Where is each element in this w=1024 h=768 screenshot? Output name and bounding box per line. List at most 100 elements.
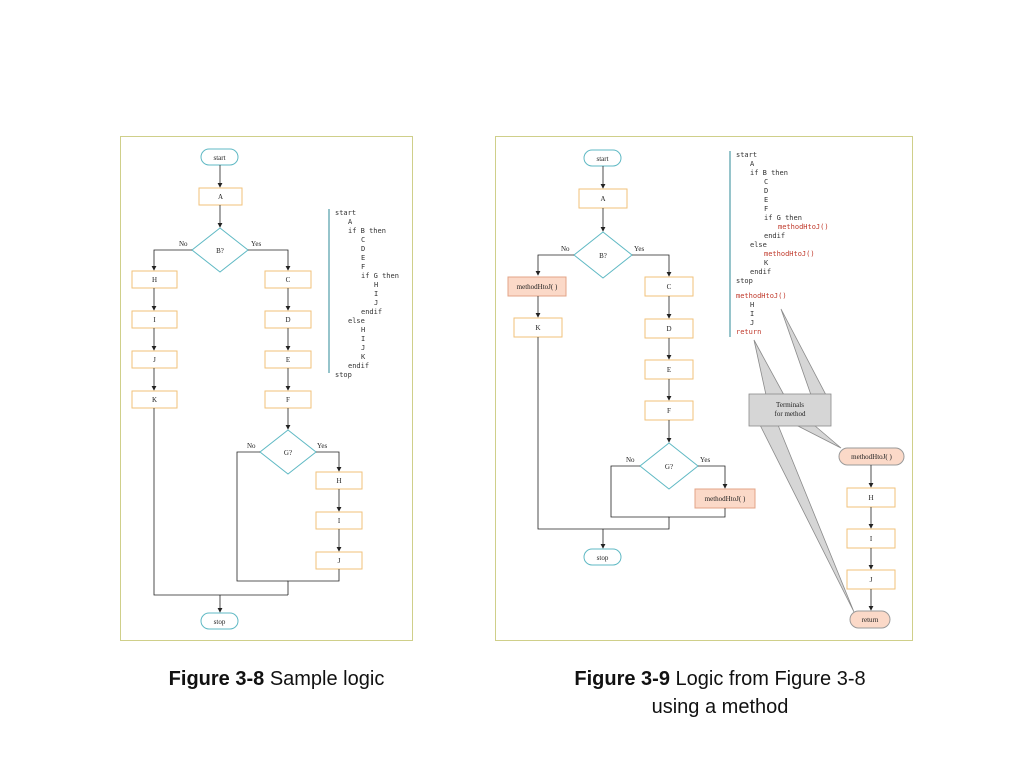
start-label: start [213, 154, 225, 162]
no-label-g: No [626, 456, 635, 464]
code-line: E [361, 254, 365, 262]
process-f-label: F [667, 407, 671, 415]
code-line: else [348, 317, 365, 325]
code-line: K [361, 353, 366, 361]
code-line: A [750, 160, 755, 168]
stop-terminal [583, 548, 622, 566]
process-i2-label: I [338, 517, 341, 525]
caption-figure-3-8-text: Sample logic [269, 668, 385, 690]
process-h-label: H [152, 276, 157, 284]
process-a [198, 187, 243, 206]
method-entry-label: methodHtoJ( ) [851, 453, 892, 461]
caption-figure-3-8: Figure 3-8 Sample logic [120, 665, 433, 693]
code-line: if G then [764, 214, 802, 222]
process-a-label: A [600, 195, 605, 203]
code-line: J [374, 299, 378, 307]
start-label: start [596, 155, 608, 163]
start-terminal [583, 149, 622, 167]
code-line: J [361, 344, 365, 352]
method-call-label-2: methodHtoJ( ) [705, 495, 746, 503]
yes-label: Yes [634, 245, 644, 253]
caption-figure-3-8-number: Figure 3-8 [168, 668, 265, 690]
code-line: D [764, 187, 768, 195]
stop-terminal [200, 612, 239, 630]
code-line: F [764, 205, 768, 213]
process-c-label: C [667, 283, 672, 291]
process-k-label: K [535, 324, 540, 332]
process-f-label: F [286, 396, 290, 404]
code-line: F [361, 263, 365, 271]
process-c-label: C [286, 276, 291, 284]
process-k [131, 390, 178, 409]
pseudocode-left: start A if B then C D E F if G then H I … [335, 209, 399, 379]
code-line: H [750, 301, 754, 309]
callout-pointer-top-left [753, 339, 785, 396]
code-line: else [750, 241, 767, 249]
code-line: start [335, 209, 356, 217]
code-line: if B then [348, 227, 386, 235]
figure-3-9-panel: start A B? No Yes methodHtoJ( ) K C D E … [495, 136, 913, 641]
method-process-i-label: I [870, 535, 873, 543]
callout-pointer-entry [795, 424, 842, 449]
code-line: A [348, 218, 353, 226]
process-k-label: K [152, 396, 157, 404]
process-d-label: D [666, 325, 671, 333]
code-line: J [750, 319, 754, 327]
no-label: No [561, 245, 570, 253]
caption-figure-3-9-text: Logic from Figure 3-8 [675, 668, 866, 690]
code-line-return: return [736, 328, 761, 336]
code-line: if B then [750, 169, 788, 177]
code-line-method-call: methodHtoJ() [778, 223, 829, 231]
code-line: K [764, 259, 769, 267]
process-e-label: E [667, 366, 671, 374]
process-j2-label: J [338, 557, 341, 565]
method-return-label: return [862, 616, 879, 624]
yes-label: Yes [251, 240, 261, 248]
method-process-j-label: J [870, 576, 873, 584]
callout-pointer-top-right [780, 308, 827, 396]
yes-label-g: Yes [700, 456, 710, 464]
no-label: No [179, 240, 188, 248]
code-line: I [750, 310, 754, 318]
process-j-label: J [153, 356, 156, 364]
callout-line-1: Terminals [776, 401, 804, 409]
decision-b-label: B? [216, 247, 224, 255]
decision-g [639, 442, 699, 490]
method-call-label: methodHtoJ( ) [517, 283, 558, 291]
code-line: E [764, 196, 768, 204]
figure-3-8-panel: start A B? No Yes H I J K C D E [120, 136, 413, 641]
code-line: endif [764, 232, 785, 240]
stop-label: stop [214, 618, 226, 626]
method-return-terminal [849, 610, 891, 629]
decision-g-label: G? [665, 463, 673, 471]
code-line-method-header: methodHtoJ() [736, 292, 787, 300]
process-j [131, 350, 178, 369]
code-line: endif [361, 308, 382, 316]
decision-g [259, 429, 317, 475]
code-line: endif [750, 268, 771, 276]
code-line: stop [736, 277, 753, 285]
code-line: I [361, 335, 365, 343]
yes-label-g: Yes [317, 442, 327, 450]
code-line-method-call: methodHtoJ() [764, 250, 815, 258]
caption-figure-3-9-number: Figure 3-9 [574, 668, 670, 690]
code-line: if G then [361, 272, 399, 280]
code-line: C [361, 236, 365, 244]
code-line: H [361, 326, 365, 334]
method-entry-terminal [838, 447, 905, 466]
stop-label: stop [597, 554, 609, 562]
flowchart-left: start A B? No Yes H I J K C D E [131, 148, 399, 630]
code-line: endif [348, 362, 369, 370]
decision-g-label: G? [284, 449, 292, 457]
decision-b [191, 227, 249, 273]
code-line: stop [335, 371, 352, 379]
no-label-g: No [247, 442, 256, 450]
code-line: H [374, 281, 378, 289]
terminals-callout [748, 393, 832, 427]
process-i [131, 310, 178, 329]
process-e-label: E [286, 356, 290, 364]
process-d-label: D [285, 316, 290, 324]
code-line: D [361, 245, 365, 253]
callout-line-2: for method [775, 410, 806, 418]
process-h [131, 270, 178, 289]
